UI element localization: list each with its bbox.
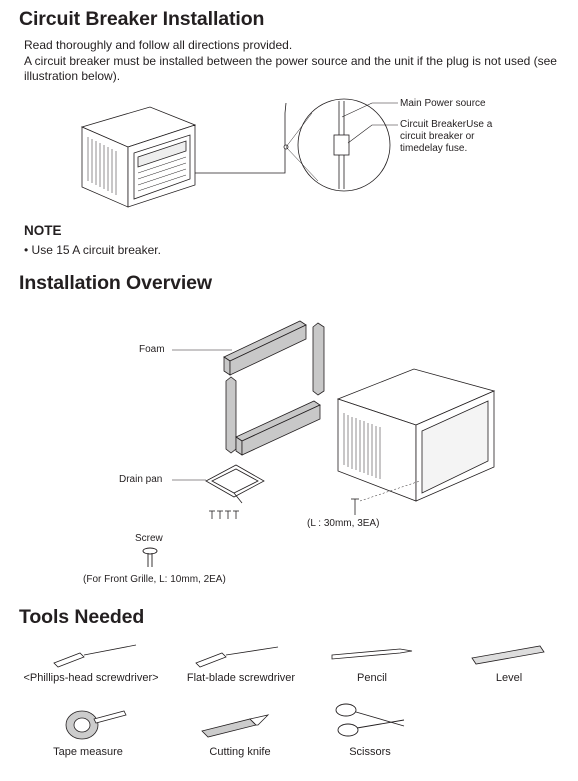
pencil-icon	[331, 648, 413, 660]
installation-overview-illustration	[142, 320, 496, 567]
label-circuit-breaker-line-2: circuit breaker or	[400, 131, 475, 142]
section-title-circuit-breaker: Circuit Breaker Installation	[19, 8, 265, 30]
note-heading: NOTE	[24, 223, 62, 238]
tool-label-flat-blade-screwdriver: Flat-blade screwdriver	[186, 672, 296, 684]
tool-label-scissors: Scissors	[349, 746, 391, 758]
label-screw: Screw	[135, 533, 163, 544]
tape-measure-icon	[65, 710, 127, 740]
phillips-screwdriver-icon	[53, 644, 137, 668]
tool-label-phillips-screwdriver: <Phillips-head screwdriver>	[23, 672, 159, 684]
label-circuit-breaker-line-3: timedelay fuse.	[400, 143, 468, 154]
flat-screwdriver-icon	[195, 646, 279, 668]
cutting-knife-icon	[201, 714, 270, 738]
section-title-tools-needed: Tools Needed	[19, 606, 145, 628]
scissors-icon	[335, 703, 405, 737]
level-icon	[471, 645, 545, 665]
label-circuit-breaker-line-1: Circuit BreakerUse a	[400, 119, 493, 130]
breaker-paragraph-2-line-1: A circuit breaker must be installed betw…	[24, 54, 557, 68]
section-title-installation-overview: Installation Overview	[19, 272, 212, 294]
tool-label-pencil: Pencil	[357, 672, 387, 684]
breaker-paragraph-1: Read thoroughly and follow all direction…	[24, 38, 293, 52]
label-main-power-source: Main Power source	[400, 98, 486, 109]
label-front-grille-screw: (For Front Grille, L: 10mm, 2EA)	[83, 574, 226, 585]
air-conditioner-wiring-illustration	[80, 98, 398, 208]
note-item: • Use 15 A circuit breaker.	[24, 243, 161, 257]
label-side-screw-size: (L : 30mm, 3EA)	[307, 518, 380, 529]
label-drain-pan: Drain pan	[119, 474, 163, 485]
tool-label-level: Level	[495, 672, 523, 684]
tool-label-tape-measure: Tape measure	[53, 746, 123, 758]
tool-label-cutting-knife: Cutting knife	[209, 746, 271, 758]
breaker-paragraph-2-line-2: illustration below).	[24, 69, 121, 83]
label-foam: Foam	[139, 344, 165, 355]
